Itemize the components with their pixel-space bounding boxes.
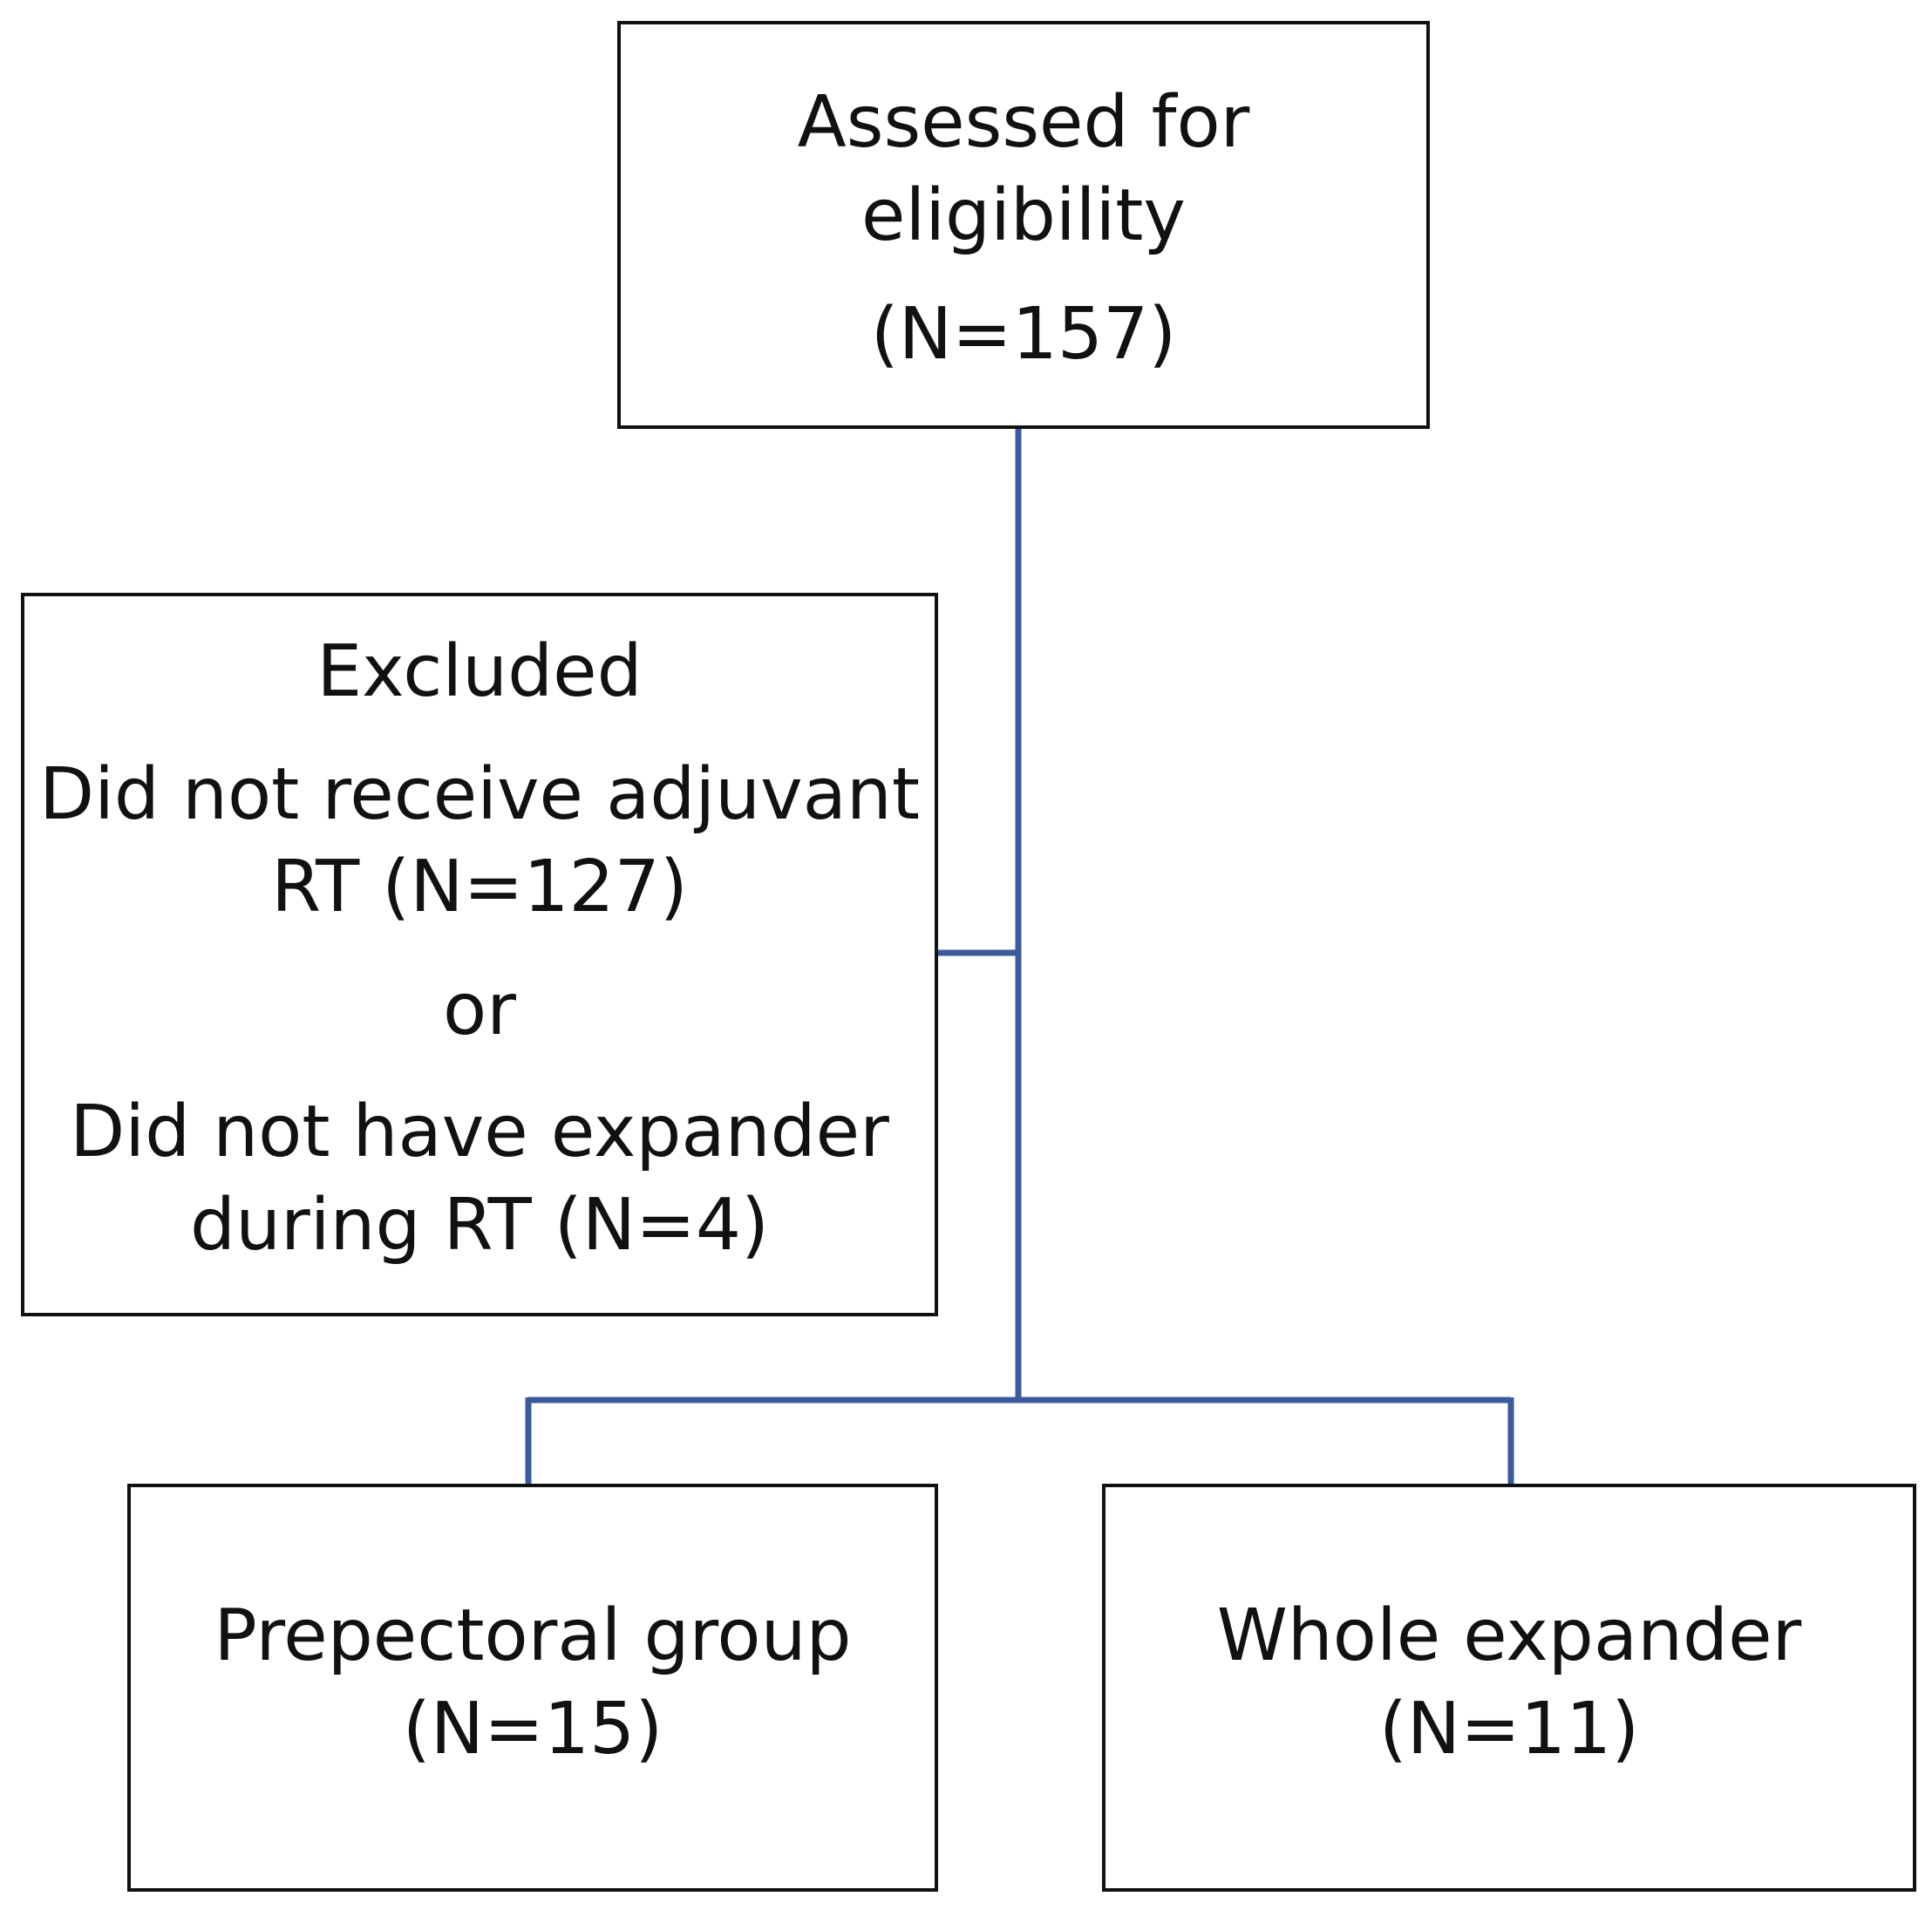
assessed-count: (N=157) [870, 293, 1177, 377]
excluded-title: Excluded [316, 630, 643, 713]
assessed-box: Assessed for eligibility (N=157) [617, 21, 1430, 429]
excluded-box: Excluded Did not receive adjuvant RT (N=… [21, 593, 938, 1316]
excluded-or: or [443, 968, 516, 1051]
excluded-reason2-line2: during RT (N=4) [190, 1183, 769, 1267]
prepectoral-label: Prepectoral group [214, 1594, 852, 1677]
whole-expander-count: (N=11) [1378, 1687, 1640, 1771]
prepectoral-box: Prepectoral group (N=15) [127, 1484, 938, 1892]
assessed-label-line2: eligibility [861, 173, 1186, 257]
prepectoral-count: (N=15) [402, 1687, 663, 1771]
assessed-label-line1: Assessed for [797, 81, 1250, 164]
excluded-reason1-line1: Did not receive adjuvant [38, 752, 921, 836]
whole-expander-label: Whole expander [1216, 1594, 1802, 1677]
whole-expander-box: Whole expander (N=11) [1102, 1484, 1916, 1892]
excluded-reason2-line1: Did not have expander [70, 1091, 889, 1174]
excluded-reason1-line2: RT (N=127) [271, 846, 688, 929]
